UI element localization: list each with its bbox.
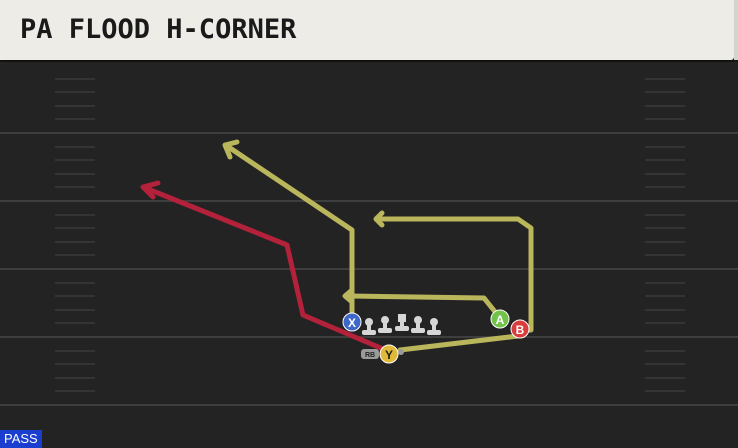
drag-arrowhead (342, 287, 355, 305)
b-label: B (516, 323, 525, 337)
play-title: PA FLOOD H-CORNER (20, 14, 297, 45)
post-arrowhead (222, 139, 240, 160)
field (0, 62, 738, 448)
b-route-comeback (377, 216, 534, 333)
offensive-line (362, 314, 441, 335)
center-icon (395, 314, 409, 331)
a-route-drag (347, 293, 503, 321)
y-button-icon[interactable]: Y (379, 344, 399, 364)
y-label: Y (385, 348, 393, 362)
y-route-flat (397, 333, 521, 353)
comeback-arrowhead (373, 210, 385, 228)
lineman-icon (427, 318, 441, 335)
red-arrowhead (140, 180, 161, 200)
play-type-badge: PASS (0, 430, 42, 448)
qb-marker (398, 349, 404, 355)
y-route-red (145, 186, 386, 352)
play-header: PA FLOOD H-CORNER (0, 0, 738, 60)
lineman-icon (411, 316, 425, 333)
hash-marks (55, 78, 685, 392)
lineman-icon (362, 318, 376, 335)
rb-icon: RB (361, 349, 379, 359)
x-button-icon[interactable]: X (342, 312, 362, 332)
a-label: A (496, 313, 505, 327)
b-button-icon[interactable]: B (510, 319, 530, 339)
x-route-post (227, 145, 355, 321)
a-button-icon[interactable]: A (490, 309, 510, 329)
rb-label: RB (365, 352, 375, 359)
yard-lines (0, 132, 738, 406)
lineman-icon (378, 316, 392, 333)
x-label: X (348, 316, 356, 330)
